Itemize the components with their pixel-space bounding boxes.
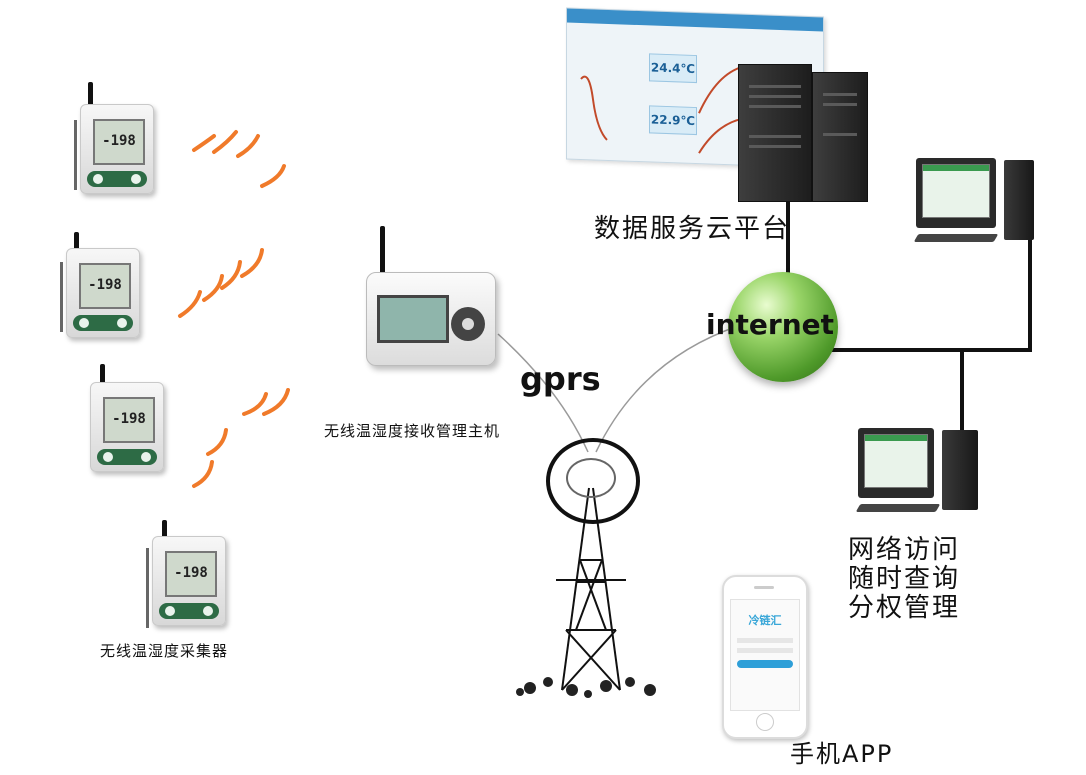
sensor-device-4: -198 <box>152 536 226 626</box>
internet-label: internet <box>706 308 835 341</box>
feature-item: 分权管理 <box>848 593 961 623</box>
sensor-display: -198 <box>79 263 131 309</box>
sensor-device-3: -198 <box>90 382 164 472</box>
tower-signal-ring <box>546 438 640 524</box>
sensors-label: 无线温湿度采集器 <box>100 642 229 660</box>
pc-keyboard-top <box>913 234 999 242</box>
sensor-probe <box>60 262 63 332</box>
server-tower-right <box>812 72 868 202</box>
receiver-keypad <box>451 307 485 341</box>
sensor-display: -198 <box>165 551 217 597</box>
sensor-button-bar <box>73 315 133 331</box>
sensor-probe <box>146 548 149 628</box>
pc-keyboard-bottom <box>855 504 941 512</box>
phone-screen: 冷链汇 <box>730 599 800 711</box>
gprs-link-receiver <box>497 333 589 453</box>
mobile-app-label: 手机APP <box>790 740 894 768</box>
pc-monitor-top <box>916 158 996 228</box>
gprs-link-internet <box>595 325 739 453</box>
receiver-antenna <box>380 226 385 276</box>
sensor-display: -198 <box>103 397 155 443</box>
pc-tower-top <box>1004 160 1034 240</box>
sensor-button-bar <box>97 449 157 465</box>
signal-waves <box>178 130 290 488</box>
sensor-probe <box>74 120 77 190</box>
receiver-label: 无线温湿度接收管理主机 <box>324 422 501 440</box>
gprs-label: gprs <box>520 360 601 398</box>
sensor-antenna <box>100 364 105 396</box>
sensor-antenna <box>88 82 93 114</box>
login-button <box>737 660 793 668</box>
sensor-display: -198 <box>93 119 145 165</box>
feature-item: 网络访问 <box>848 535 961 565</box>
cloud-platform-label: 数据服务云平台 <box>594 214 791 244</box>
globe-icon <box>728 272 838 382</box>
pc-tower-bottom <box>942 430 978 510</box>
app-logo: 冷链汇 <box>748 614 782 627</box>
sensor-button-bar <box>87 171 147 187</box>
tower-foliage <box>516 677 656 698</box>
phone-speaker <box>754 586 774 589</box>
receiver-screen <box>377 295 449 343</box>
sensor-button-bar <box>159 603 219 619</box>
login-field-password <box>737 648 793 653</box>
pc-feature-list: 网络访问 随时查询 分权管理 <box>848 536 960 623</box>
phone-device: 冷链汇 <box>722 575 808 739</box>
feature-item: 随时查询 <box>848 564 961 594</box>
pc-monitor-bottom <box>858 428 934 498</box>
receiver-device <box>366 272 496 366</box>
login-field-user <box>737 638 793 643</box>
sensor-device-2: -198 <box>66 248 140 338</box>
tower-signal-ring-inner <box>566 458 616 498</box>
sensor-device-1: -198 <box>80 104 154 194</box>
globe-to-pcs-line <box>830 236 1032 352</box>
phone-home-button <box>756 713 774 731</box>
server-tower-left <box>738 64 812 202</box>
